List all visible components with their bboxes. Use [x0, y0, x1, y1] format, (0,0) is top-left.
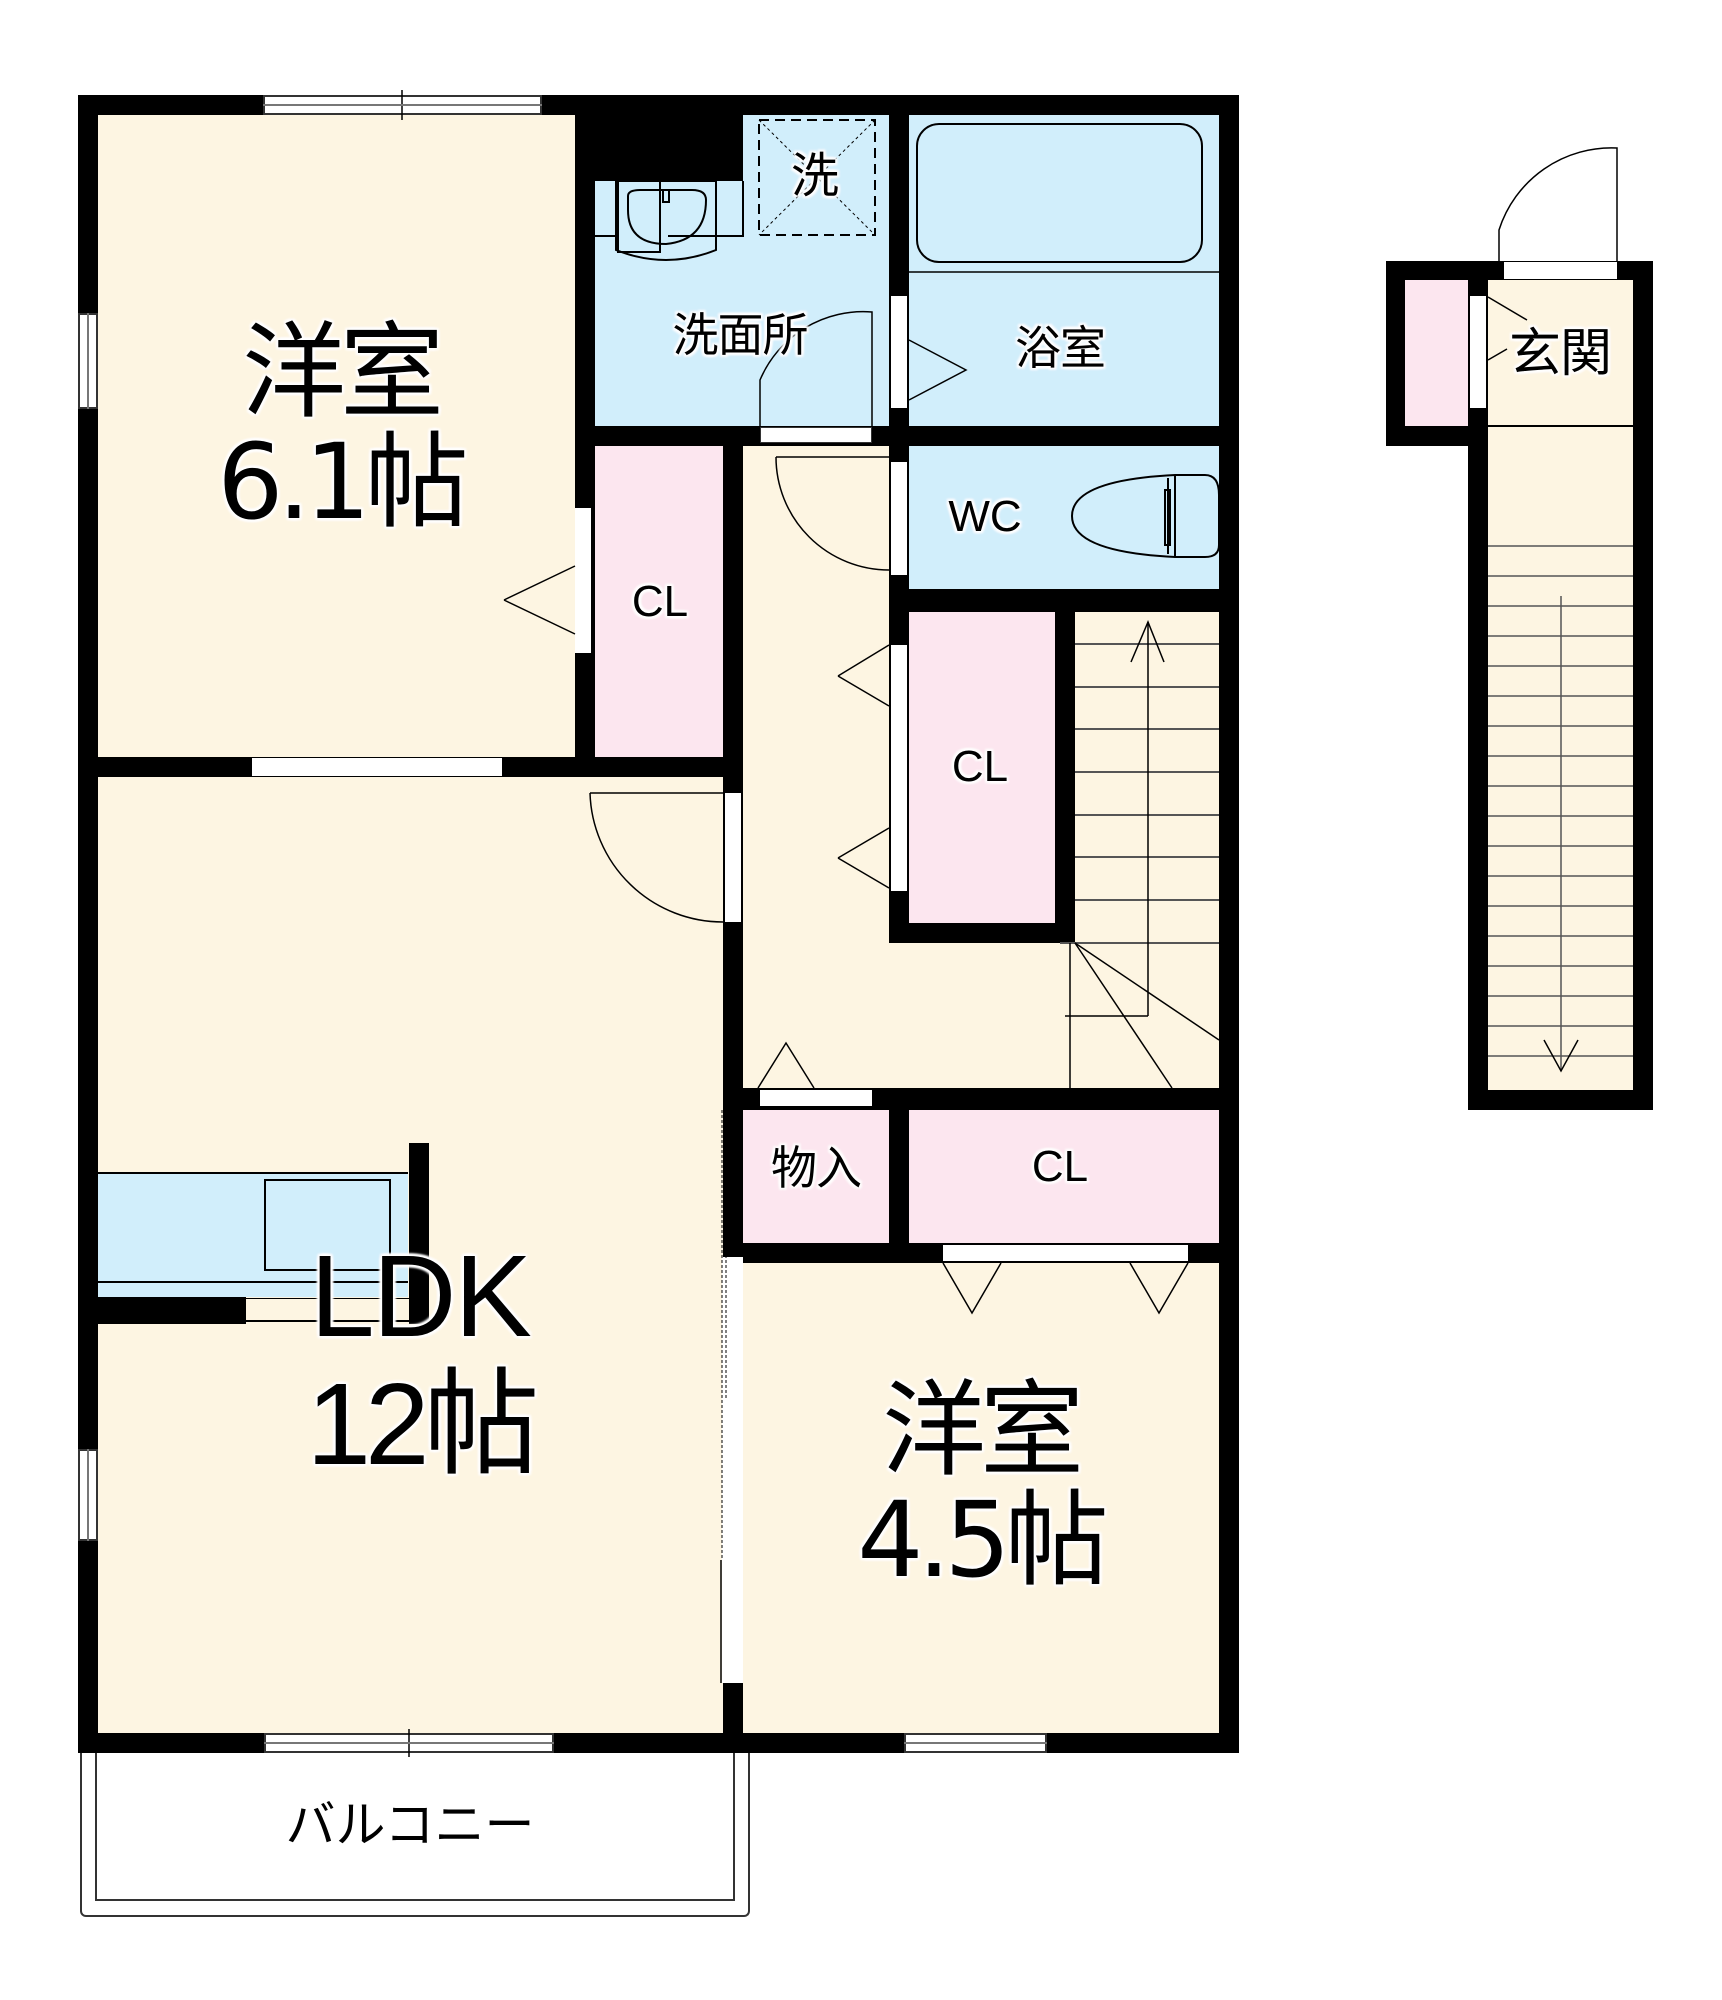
room-name: 洋室	[881, 1369, 1084, 1491]
label-toilet: WC	[948, 492, 1022, 541]
pipe-shaft	[575, 115, 743, 181]
window-western-room-2	[904, 1733, 1047, 1753]
label-storage: 物入	[771, 1141, 862, 1195]
label-closet-3: CL	[1031, 1142, 1089, 1191]
door-west-room-1-ldk[interactable]	[252, 758, 502, 776]
staircase[interactable]	[1075, 612, 1219, 1088]
door-entrance[interactable]	[1504, 262, 1617, 279]
balcony-inner-rail	[95, 1753, 735, 1901]
room-name: LDK	[310, 1231, 532, 1361]
label-closet-1: CL	[631, 577, 689, 626]
room-name: 洋室	[241, 311, 444, 433]
door-bathroom[interactable]	[891, 296, 907, 408]
label-balcony: バルコニー	[285, 1796, 535, 1854]
sliding-door-ldk-room-2[interactable]	[722, 1257, 743, 1683]
window-top-west-room	[263, 95, 542, 115]
label-ldk: LDK 12帖	[250, 1238, 590, 1482]
kitchen-wall	[78, 1297, 246, 1324]
door-ldk-hall[interactable]	[725, 793, 741, 922]
room-western-2[interactable]	[743, 1263, 1219, 1733]
door-shoe-closet[interactable]	[1470, 296, 1486, 408]
door-storage[interactable]	[760, 1090, 872, 1106]
room-storage[interactable]	[743, 1110, 889, 1243]
room-washroom[interactable]	[595, 181, 889, 426]
kitchen-partition	[409, 1143, 429, 1324]
window-ldk-side	[78, 1449, 98, 1541]
room-bathroom[interactable]	[909, 115, 1219, 426]
room-western-1[interactable]	[98, 115, 575, 757]
window-ldk-balcony	[264, 1733, 554, 1753]
room-size: 6.1帖	[217, 421, 468, 543]
balcony[interactable]	[80, 1753, 750, 1917]
door-closet-1[interactable]	[575, 508, 591, 653]
room-hallway-lower	[889, 943, 1075, 1088]
kitchen-back	[246, 1298, 409, 1322]
label-western-room-1: 洋室 6.1帖	[150, 320, 530, 534]
entrance-shoe-closet[interactable]	[1405, 280, 1468, 426]
label-bathroom: 浴室	[1015, 321, 1106, 375]
room-size: 4.5帖	[857, 1479, 1108, 1601]
door-washroom[interactable]	[760, 427, 872, 443]
room-closet-1[interactable]	[595, 446, 723, 757]
label-entrance: 玄関	[1508, 324, 1612, 384]
window-west-room-side	[78, 313, 98, 409]
room-closet-3[interactable]	[909, 1110, 1219, 1243]
label-closet-2: CL	[951, 742, 1009, 791]
door-toilet[interactable]	[891, 462, 907, 575]
door-closet-2[interactable]	[891, 645, 907, 891]
label-washer-space: 洗	[790, 148, 839, 204]
room-hallway[interactable]	[743, 446, 889, 1088]
label-western-room-2: 洋室 4.5帖	[800, 1378, 1160, 1592]
room-size: 12帖	[306, 1359, 539, 1489]
door-closet-3[interactable]	[943, 1245, 1188, 1261]
room-closet-2[interactable]	[909, 612, 1055, 923]
room-entrance[interactable]	[1488, 280, 1633, 1090]
label-washroom: 洗面所	[672, 308, 809, 362]
